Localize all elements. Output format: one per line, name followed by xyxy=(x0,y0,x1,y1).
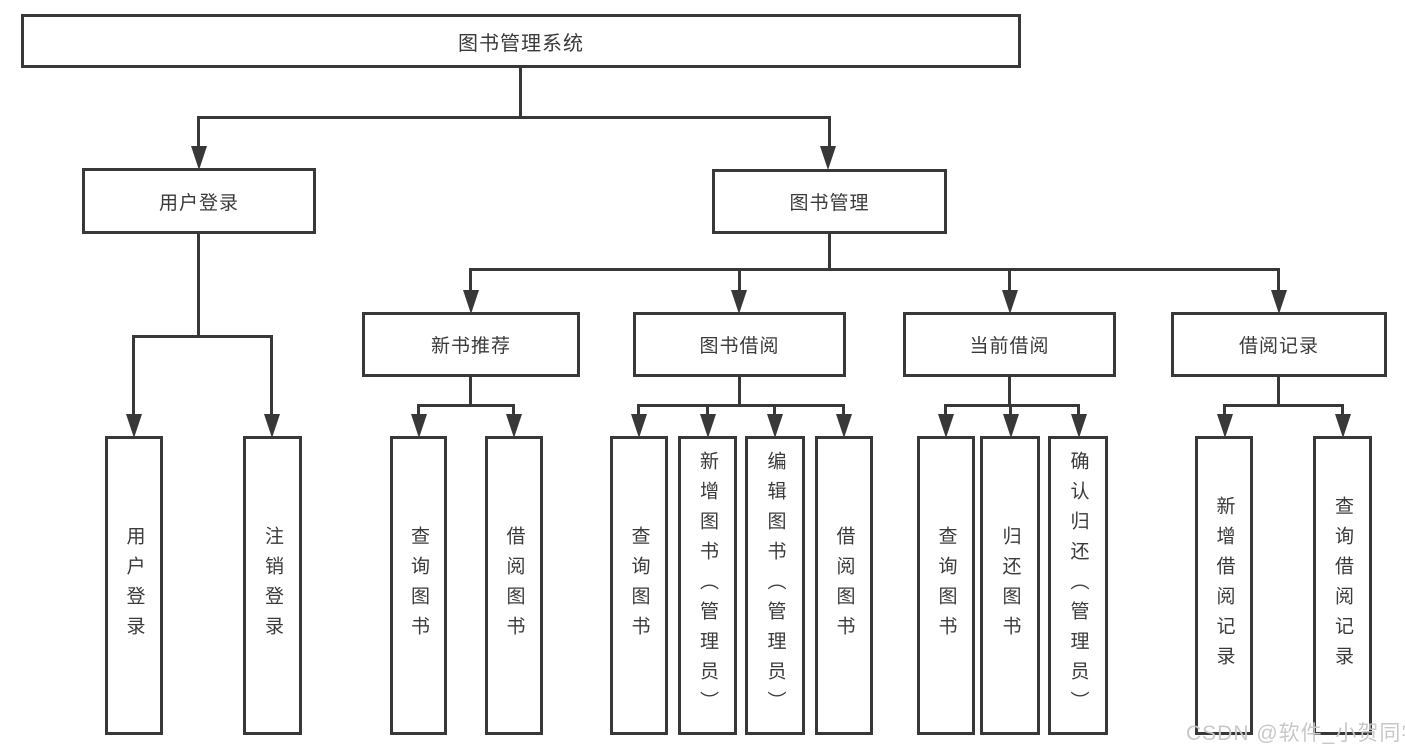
connector xyxy=(1341,404,1344,417)
connector xyxy=(512,404,515,417)
node-label: 查询图书 xyxy=(935,525,957,646)
node-book-borrowing: 图书借阅 xyxy=(633,312,846,377)
node-label: 查询图书 xyxy=(628,525,650,646)
arrowhead-icon xyxy=(631,414,647,438)
connector xyxy=(1223,404,1344,407)
node-label: 用户登录 xyxy=(158,192,239,214)
node-current-borrowing: 当前借阅 xyxy=(903,312,1116,377)
connector xyxy=(132,335,273,338)
leaf-add-borrow-record: 新增借阅记录 xyxy=(1195,436,1253,735)
node-user-login: 用户登录 xyxy=(82,168,316,234)
connector xyxy=(469,268,1280,271)
connector xyxy=(132,335,135,417)
node-label: 图书管理 xyxy=(789,193,870,214)
connector xyxy=(842,404,845,417)
connector xyxy=(637,404,845,407)
arrowhead-icon xyxy=(1217,414,1233,438)
node-label: 查询借阅记录 xyxy=(1332,495,1353,676)
connector xyxy=(1277,268,1280,293)
node-new-book-recommendation: 新书推荐 xyxy=(362,312,580,377)
connector xyxy=(469,377,472,407)
leaf-edit-books-admin: 编辑图书（管理员） xyxy=(745,436,805,735)
leaf-borrow-books: 借阅图书 xyxy=(815,436,873,735)
node-label: 新书推荐 xyxy=(430,336,511,357)
arrowhead-icon xyxy=(731,290,747,314)
node-label: 借阅图书 xyxy=(833,525,855,646)
arrowhead-icon xyxy=(411,414,427,438)
leaf-query-books-borrow: 查询图书 xyxy=(610,436,668,735)
arrowhead-icon xyxy=(767,414,783,438)
connector xyxy=(706,404,709,417)
leaf-confirm-return-admin: 确认归还（管理员） xyxy=(1048,436,1108,735)
arrowhead-icon xyxy=(506,414,522,438)
connector xyxy=(469,268,472,293)
arrowhead-icon xyxy=(1071,414,1087,438)
leaf-return-books: 归还图书 xyxy=(980,436,1040,735)
connector xyxy=(1277,377,1280,407)
node-label: 新增图书（管理员） xyxy=(697,450,718,721)
node-label: 查询图书 xyxy=(408,525,429,646)
node-label: 注销登录 xyxy=(262,525,283,646)
node-borrowing-records: 借阅记录 xyxy=(1171,312,1387,377)
connector xyxy=(1008,377,1011,407)
arrowhead-icon xyxy=(1003,414,1019,438)
connector xyxy=(270,335,273,417)
connector xyxy=(637,404,640,417)
arrowhead-icon xyxy=(1002,290,1018,314)
connector xyxy=(417,404,420,417)
connector xyxy=(197,116,831,119)
connector xyxy=(197,116,200,148)
node-label: 图书借阅 xyxy=(699,336,780,357)
leaf-add-books-admin: 新增图书（管理员） xyxy=(678,436,737,735)
arrowhead-icon xyxy=(126,414,142,438)
leaf-query-books-recommend: 查询图书 xyxy=(390,436,447,735)
arrowhead-icon xyxy=(820,146,836,170)
connector xyxy=(519,68,522,118)
connector xyxy=(738,377,741,407)
arrowhead-icon xyxy=(264,414,280,438)
node-label: 新增借阅记录 xyxy=(1213,495,1235,676)
node-label: 用户登录 xyxy=(123,525,145,646)
node-label: 归还图书 xyxy=(999,525,1021,646)
node-label: 当前借阅 xyxy=(969,336,1050,357)
leaf-query-borrow-record: 查询借阅记录 xyxy=(1313,436,1372,735)
connector xyxy=(1077,404,1080,417)
connector xyxy=(1009,404,1012,417)
arrowhead-icon xyxy=(191,146,207,170)
leaf-user-login: 用户登录 xyxy=(105,436,163,735)
arrowhead-icon xyxy=(1271,290,1287,314)
connector xyxy=(828,116,831,148)
leaf-borrow-books-recommend: 借阅图书 xyxy=(485,436,543,735)
connector xyxy=(944,404,1080,407)
node-book-management: 图书管理 xyxy=(712,169,947,234)
connector xyxy=(944,404,947,417)
connector xyxy=(1223,404,1226,417)
arrowhead-icon xyxy=(836,414,852,438)
connector xyxy=(417,404,515,407)
arrowhead-icon xyxy=(463,290,479,314)
connector xyxy=(197,234,200,337)
arrowhead-icon xyxy=(700,414,716,438)
arrowhead-icon xyxy=(938,414,954,438)
node-label: 借阅图书 xyxy=(503,525,525,646)
leaf-query-books-current: 查询图书 xyxy=(917,436,975,735)
node-root-library-system: 图书管理系统 xyxy=(21,14,1021,68)
connector xyxy=(1008,268,1011,293)
node-label: 编辑图书（管理员） xyxy=(764,450,786,721)
arrowhead-icon xyxy=(1335,414,1351,438)
csdn-watermark: CSDN @软件_小贺同学 xyxy=(1186,722,1405,745)
node-label: 确认归还（管理员） xyxy=(1067,450,1089,721)
node-label: 借阅记录 xyxy=(1238,336,1319,357)
node-label: 图书管理系统 xyxy=(458,32,584,55)
connector xyxy=(828,234,831,270)
connector xyxy=(738,268,741,293)
leaf-logout-login: 注销登录 xyxy=(243,436,302,735)
connector xyxy=(773,404,776,417)
